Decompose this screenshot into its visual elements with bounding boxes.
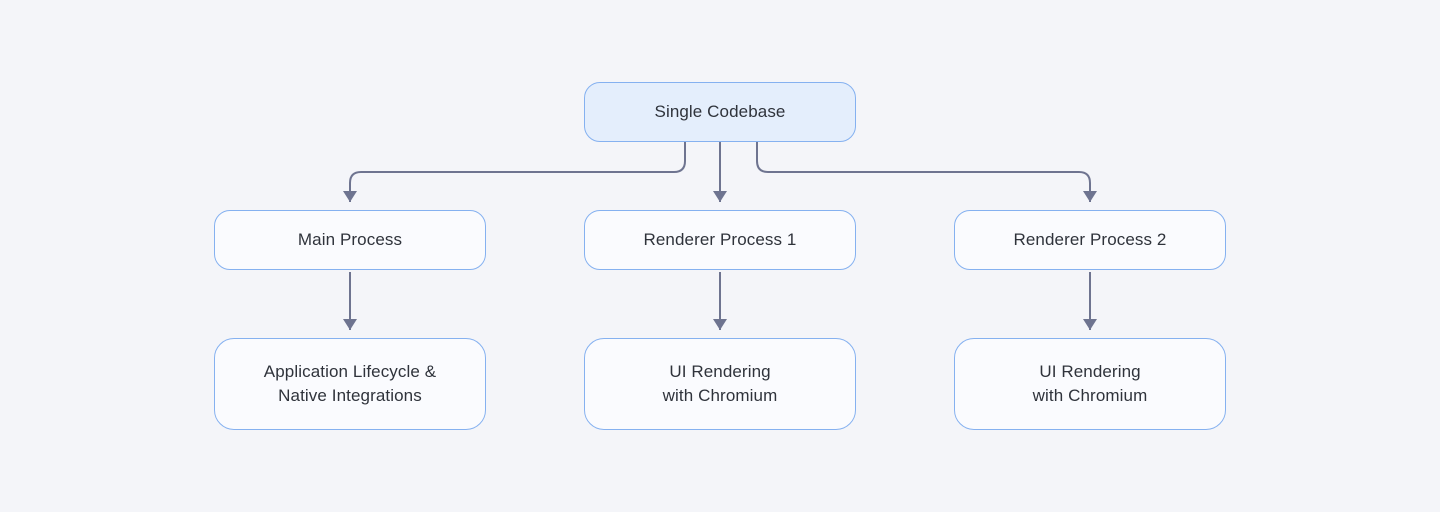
node-main-process: Main Process <box>214 210 486 270</box>
node-application-lifecycle: Application Lifecycle & Native Integrati… <box>214 338 486 430</box>
node-ui-rendering-2: UI Rendering with Chromium <box>954 338 1226 430</box>
node-label: Renderer Process 1 <box>643 230 797 249</box>
node-label-line-2: with Chromium <box>1032 386 1148 405</box>
node-ui-rendering-1: UI Rendering with Chromium <box>584 338 856 430</box>
node-label-line-1: UI Rendering <box>669 362 771 381</box>
node-label-line-1: UI Rendering <box>1039 362 1141 381</box>
connector-root-to-main-process <box>343 142 686 202</box>
connector-root-to-renderer-2 <box>756 142 1097 202</box>
node-label: Single Codebase <box>654 102 786 121</box>
node-label-line-2: Native Integrations <box>278 386 422 405</box>
node-label-line-2: with Chromium <box>662 386 778 405</box>
node-label: Renderer Process 2 <box>1013 230 1167 249</box>
node-single-codebase: Single Codebase <box>584 82 856 142</box>
node-label-line-1: Application Lifecycle & <box>263 362 437 381</box>
node-renderer-process-1: Renderer Process 1 <box>584 210 856 270</box>
node-renderer-process-2: Renderer Process 2 <box>954 210 1226 270</box>
node-label: Main Process <box>297 230 403 249</box>
